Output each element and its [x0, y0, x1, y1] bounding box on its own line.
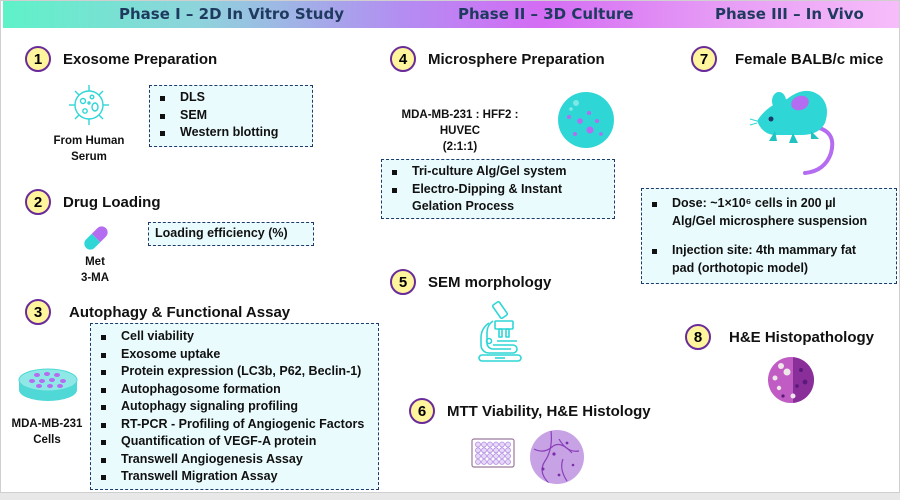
- cell-line-label: MDA-MB-231 Cells: [5, 416, 89, 448]
- well: [475, 447, 481, 454]
- well: [481, 453, 487, 460]
- list-item: SEM: [158, 107, 304, 125]
- well: [499, 447, 505, 454]
- label-line: (2:1:1): [442, 141, 478, 153]
- well: [487, 447, 493, 454]
- well: [493, 447, 499, 454]
- well: [499, 453, 505, 460]
- well: [493, 453, 499, 460]
- step-title: Drug Loading: [63, 193, 161, 211]
- well: [475, 453, 481, 460]
- coculture-ratio-label: MDA-MB-231 : HFF2 : HUVEC (2:1:1): [385, 107, 535, 155]
- petri-dish-icon: [18, 368, 78, 401]
- step-number-badge: 7: [691, 46, 717, 72]
- list-item: Cell viability: [99, 328, 370, 346]
- step-8-header: 8 H&E Histopathology: [685, 324, 874, 350]
- well: [499, 441, 505, 448]
- step-number-badge: 2: [25, 189, 51, 215]
- microsphere-method-box: Tri-culture Alg/Gel system Electro-Dippi…: [381, 159, 615, 219]
- step-5-header: 5 SEM morphology: [390, 269, 551, 295]
- well: [505, 447, 511, 454]
- list-item: Injection site: 4th mammary fat: [650, 242, 888, 260]
- label-line: MDA-MB-231: [11, 418, 83, 430]
- well: [493, 458, 499, 465]
- step-title: Microsphere Preparation: [428, 50, 605, 68]
- list-item: Protein expression (LC3b, P62, Beclin-1): [99, 363, 370, 381]
- label-line: From Human: [53, 135, 125, 147]
- well: [505, 441, 511, 448]
- phase-header-bar: Phase I – 2D In Vitro Study Phase II – 3…: [3, 1, 899, 28]
- list-item: Tri-culture Alg/Gel system: [390, 163, 606, 181]
- step-number-badge: 4: [390, 46, 416, 72]
- well: [481, 447, 487, 454]
- well: [505, 453, 511, 460]
- phase-2-title: Phase II – 3D Culture: [458, 5, 634, 23]
- list-item: Quantification of VEGF-A protein: [99, 433, 370, 451]
- loading-efficiency-text: Loading efficiency (%): [155, 226, 288, 240]
- step-6-header: 6 MTT Viability, H&E Histology: [409, 398, 651, 424]
- step-1-header: 1 Exosome Preparation: [25, 46, 217, 72]
- step-number-badge: 1: [25, 46, 51, 72]
- step-title: MTT Viability, H&E Histology: [447, 402, 651, 420]
- list-item: RT-PCR - Profiling of Angiogenic Factors: [99, 416, 370, 434]
- step-title: Female BALB/c mice: [735, 50, 884, 68]
- step-4-header: 4 Microsphere Preparation: [390, 46, 605, 72]
- step-title: Autophagy & Functional Assay: [69, 303, 291, 321]
- well: [475, 458, 481, 465]
- step-title: SEM morphology: [428, 273, 552, 291]
- list-item: Autophagosome formation: [99, 381, 370, 399]
- capsule-icon: [84, 226, 108, 250]
- well: [487, 458, 493, 465]
- well: [487, 453, 493, 460]
- well: [499, 458, 505, 465]
- phase-3-title: Phase III – In Vivo: [715, 5, 864, 23]
- well: [481, 458, 487, 465]
- list-item-continuation: Gelation Process: [412, 199, 515, 213]
- phase-1-title: Phase I – 2D In Vitro Study: [119, 5, 344, 23]
- he-histology-image: [530, 430, 584, 484]
- list-item: Electro-Dipping & Instant: [390, 181, 606, 199]
- list-item: DLS: [158, 89, 304, 107]
- exosome-icon: [69, 85, 109, 125]
- step-number-badge: 6: [409, 398, 435, 424]
- microsphere-icon: [558, 92, 614, 148]
- exosome-characterization-box: DLS SEM Western blotting: [149, 85, 313, 147]
- functional-assays-box: Cell viability Exosome uptake Protein ex…: [90, 323, 379, 490]
- step-title: Exosome Preparation: [63, 50, 218, 68]
- mouse-icon: [749, 90, 835, 175]
- in-vivo-protocol-box: Dose: ~1×10⁶ cells in 200 µl Alg/Gel mic…: [641, 188, 897, 284]
- step-3-header: 3 Autophagy & Functional Assay: [25, 299, 290, 325]
- well: [481, 441, 487, 448]
- well: [475, 441, 481, 448]
- list-item-continuation: pad (orthotopic model): [672, 260, 809, 275]
- well-plate-icon: [471, 438, 515, 468]
- step-title: H&E Histopathology: [729, 328, 874, 346]
- list-item: Exosome uptake: [99, 346, 370, 364]
- list-item: Autophagy signaling profiling: [99, 398, 370, 416]
- list-item: Transwell Angiogenesis Assay: [99, 451, 370, 469]
- step-number-badge: 3: [25, 299, 51, 325]
- label-line: MDA-MB-231 : HFF2 : HUVEC: [401, 109, 519, 137]
- loading-efficiency-box: Loading efficiency (%): [148, 222, 314, 246]
- label-line: 3-MA: [80, 272, 110, 284]
- well: [505, 458, 511, 465]
- step-7-header: 7 Female BALB/c mice: [691, 46, 883, 72]
- microscope-icon: [478, 300, 522, 362]
- list-item: Western blotting: [158, 124, 304, 142]
- label-line: Met: [85, 256, 105, 268]
- well: [493, 441, 499, 448]
- label-line: Serum: [71, 151, 107, 163]
- step-2-header: 2 Drug Loading: [25, 189, 161, 215]
- list-item: Dose: ~1×10⁶ cells in 200 µl: [650, 195, 888, 213]
- step-number-badge: 5: [390, 269, 416, 295]
- exosome-source-label: From Human Serum: [41, 133, 137, 165]
- list-item-continuation: Alg/Gel microsphere suspension: [672, 213, 868, 228]
- label-line: Cells: [33, 434, 61, 446]
- step-number-badge: 8: [685, 324, 711, 350]
- list-item: Transwell Migration Assay: [99, 468, 370, 486]
- histology-slide-icon: [768, 357, 814, 403]
- drug-label: Met 3-MA: [63, 254, 127, 286]
- well: [487, 441, 493, 448]
